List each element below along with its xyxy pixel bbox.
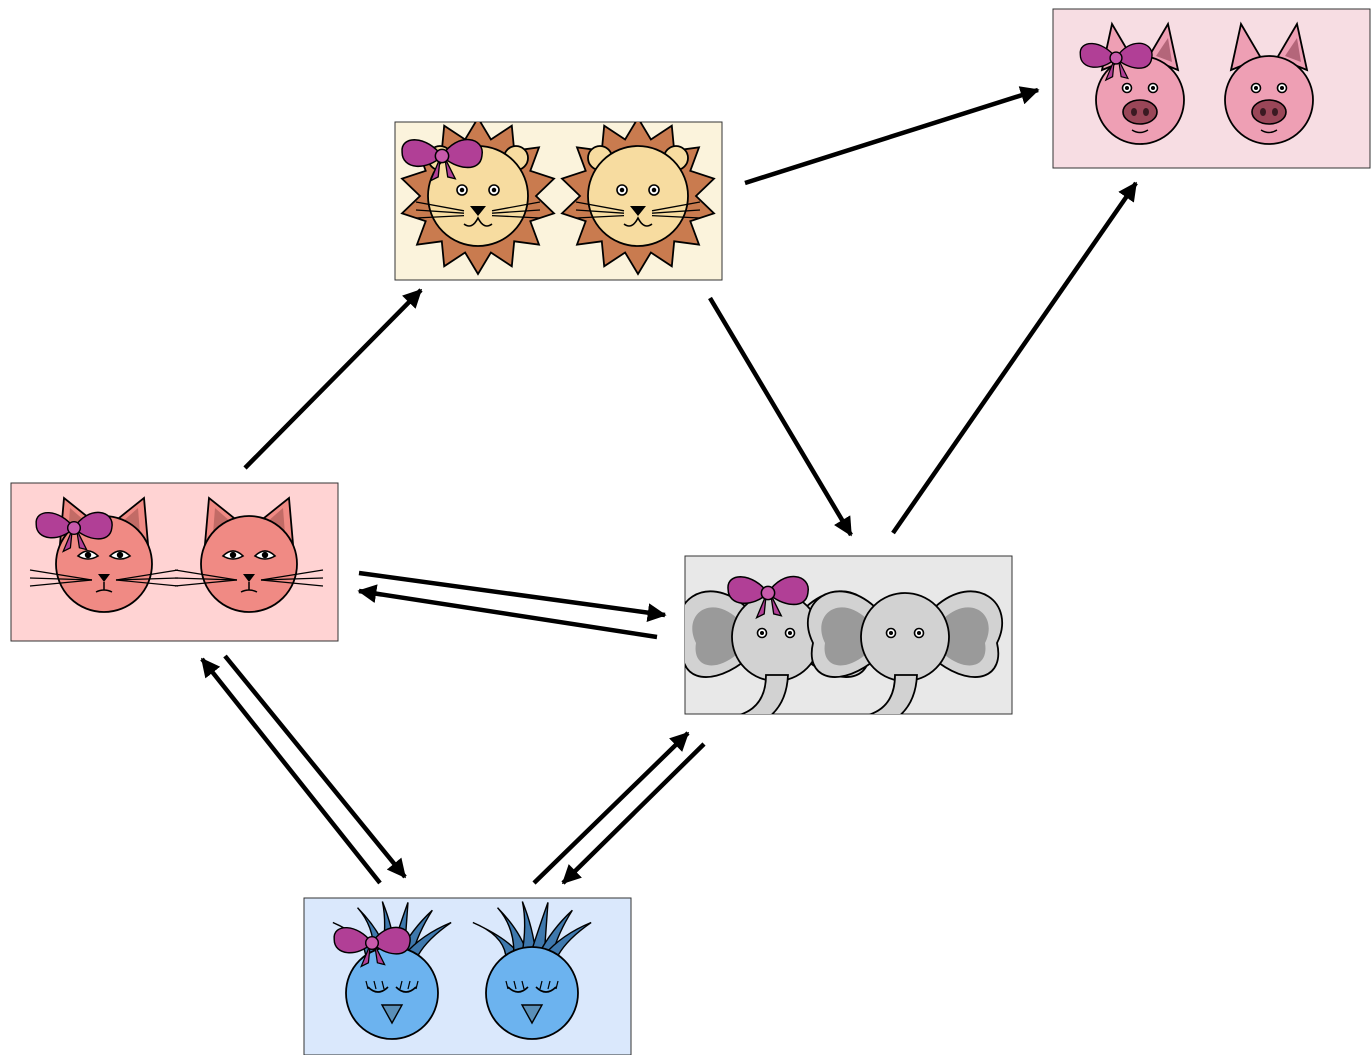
- node-bird: [303, 897, 632, 1055]
- bird-face: [345, 946, 439, 1040]
- arrow-lion-to-elephant: [708, 296, 853, 537]
- arrow-elephant-to-pig: [891, 181, 1138, 535]
- cat-female-with-bow-icon: [29, 496, 179, 613]
- arrow-cat-to-elephant: [358, 570, 667, 623]
- arrow-lion-to-pig: [744, 86, 1040, 186]
- pig-male-icon: [1224, 21, 1314, 145]
- elephant-trunk: [868, 674, 918, 714]
- bow-icon: [401, 138, 483, 183]
- bird-male-icon: [472, 901, 592, 1040]
- edges: [200, 86, 1138, 885]
- bird-female-with-bow-icon: [332, 901, 452, 1040]
- elephant-trunk: [739, 674, 789, 714]
- arrow-cat-to-lion: [243, 288, 423, 470]
- arrow-cat-to-bird: [223, 654, 407, 879]
- bird-face: [485, 946, 579, 1040]
- elephant-face: [860, 592, 950, 682]
- lion-face: [587, 145, 689, 247]
- cat-face: [200, 515, 298, 613]
- bird-beak: [520, 1004, 544, 1025]
- bow-icon: [727, 575, 809, 620]
- arrow-bird-to-elephant: [532, 731, 690, 885]
- arrow-elephant-to-cat: [357, 584, 658, 640]
- nodes: [10, 8, 1371, 1055]
- arrow-elephant-to-bird: [561, 742, 706, 885]
- node-elephant: [684, 555, 1013, 715]
- bow-icon: [35, 511, 113, 553]
- node-pig: [1052, 8, 1371, 169]
- elephant-male-icon: [807, 590, 1003, 714]
- node-lion: [394, 121, 723, 281]
- bow-icon: [1079, 42, 1153, 82]
- lion-male-icon: [560, 122, 716, 276]
- bird-beak: [380, 1004, 404, 1025]
- bow-icon: [333, 926, 411, 968]
- pig-female-with-bow-icon: [1079, 21, 1185, 145]
- lion-female-with-bow-icon: [400, 122, 556, 276]
- arrow-bird-to-cat: [200, 657, 382, 885]
- node-cat: [10, 482, 339, 642]
- pig-snout: [1122, 99, 1158, 125]
- pig-snout: [1251, 99, 1287, 125]
- cat-male-icon: [174, 496, 324, 613]
